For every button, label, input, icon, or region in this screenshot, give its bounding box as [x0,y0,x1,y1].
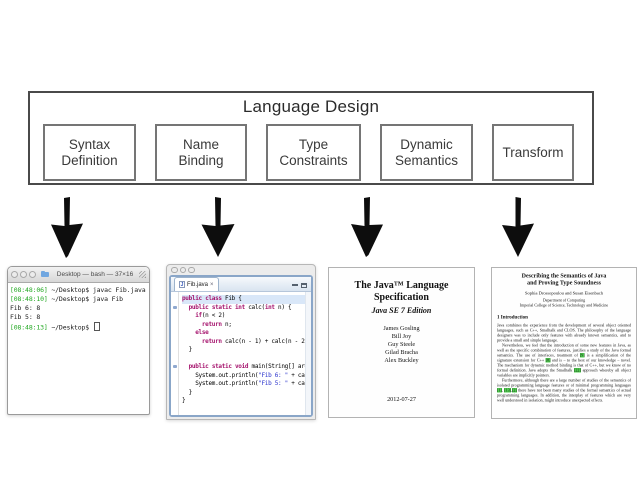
terminal-title: Desktop — bash — 37×16 [56,271,134,278]
code-area[interactable]: public class Fib { public static int cal… [182,295,305,404]
close-icon[interactable]: × [210,281,214,288]
editor-gutter [171,292,179,415]
spec-title-line1: The Java™ Language [354,280,449,291]
spec-date: 2012-07-27 [387,396,416,403]
down-arrow [201,197,235,257]
down-arrow [502,197,534,257]
paper-section-heading: 1 Introduction [497,314,528,321]
zoom-button[interactable] [29,271,36,278]
maximize-view-icon[interactable] [301,283,307,288]
close-button[interactable] [11,271,18,278]
spec-title-line2: Specification [374,292,429,303]
tab-label: Fib.java [187,281,209,288]
semantics-paper: Describing the Semantics of Java and Pro… [491,267,637,419]
diagram-box: Transform [492,124,574,181]
java-spec-cover: The Java™ Language Specification Java SE… [328,267,475,418]
paper-authors: Sophia Drossopoulou and Susan Eisenbach [525,290,603,296]
paper-affiliation: Department of Computing Imperial College… [497,298,631,308]
minimize-view-icon[interactable] [292,284,298,286]
paper-affil-line1: Department of Computing [542,298,586,303]
paper-body: Java combines the experience from the de… [497,323,632,403]
java-file-icon: J [179,281,185,288]
gutter-marker [172,365,177,368]
terminal-cursor[interactable] [93,322,100,331]
paper-title-line2: and Proving Type Soundness [527,279,601,286]
terminal-window: Desktop — bash — 37×16 [08:48:06] ~/Desk… [7,266,150,415]
down-arrow [351,197,383,257]
folder-icon [41,270,49,277]
resize-grip-icon[interactable] [139,271,146,278]
diagram-title: Language Design [242,97,380,116]
ide-window: J Fib.java × public class Fib { public s… [166,264,316,420]
ide-titlebar[interactable] [167,265,315,275]
editor-tabbar: J Fib.java × [171,277,311,292]
paper-affil-line2: Imperial College of Science, Technology … [519,302,609,308]
paper-title-line1: Describing the Semantics of Java [521,272,607,279]
paper-page: Describing the Semantics of Java and Pro… [492,268,636,407]
down-arrow [51,197,83,258]
terminal-titlebar[interactable]: Desktop — bash — 37×16 [8,267,149,283]
minimize-button[interactable] [20,271,27,278]
minimize-button[interactable] [179,266,186,274]
close-button[interactable] [171,266,178,274]
spec-edition: Java SE 7 Edition [371,306,432,315]
terminal-body[interactable]: [08:48:06] ~/Desktop$ javac Fib.java[08:… [10,286,146,332]
zoom-button[interactable] [188,266,195,274]
vertical-scrollbar[interactable] [305,292,311,415]
editor-frame: J Fib.java × public class Fib { public s… [169,275,313,417]
gutter-marker [172,305,177,309]
tab-fib-java[interactable]: J Fib.java × [174,277,219,291]
paper-title: Describing the Semantics of Java and Pro… [497,272,631,286]
editor-area[interactable]: public class Fib { public static int cal… [171,292,311,415]
